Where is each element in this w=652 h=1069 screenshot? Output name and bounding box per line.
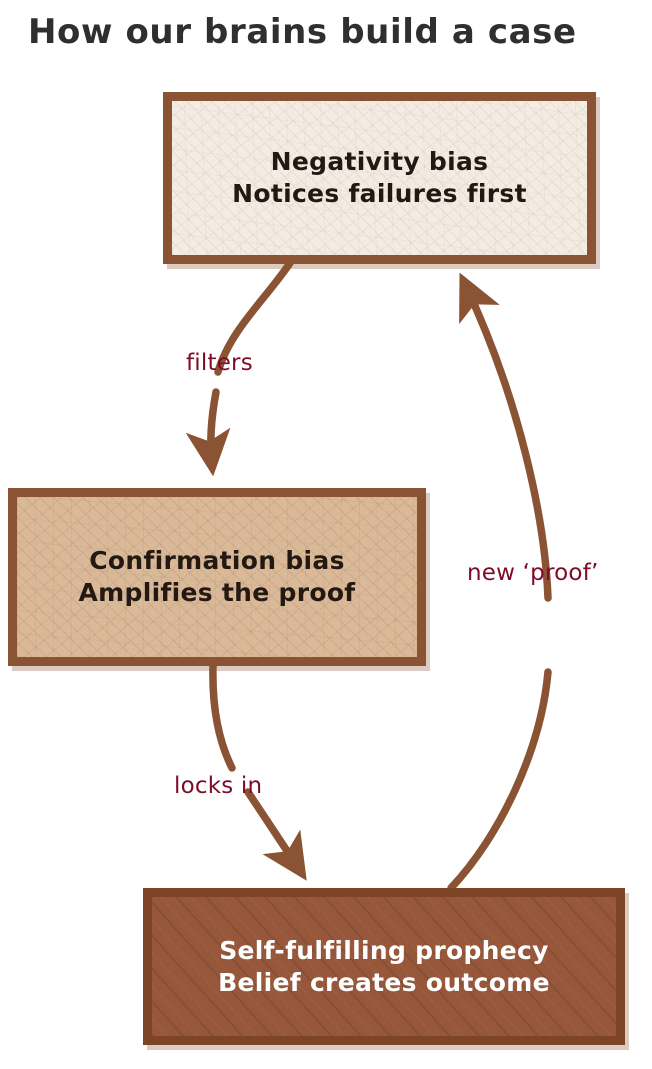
edge-arrow-locks-in bbox=[209, 662, 307, 881]
edge-label-new-proof: new ‘proof’ bbox=[467, 560, 599, 586]
node-negativity-bias-label: Negativity bias Notices failures first bbox=[232, 147, 527, 208]
edge-label-filters: filters bbox=[186, 350, 253, 376]
node-confirmation-bias-label: Confirmation bias Amplifies the proof bbox=[78, 546, 356, 607]
node-self-fulfilling-prophecy-label: Self-fulfilling prophecy Belief creates … bbox=[218, 935, 550, 997]
node-negativity-bias[interactable]: Negativity bias Notices failures first bbox=[163, 92, 596, 264]
node-confirmation-bias[interactable]: Confirmation bias Amplifies the proof bbox=[8, 488, 426, 666]
page-title: How our brains build a case bbox=[28, 12, 577, 52]
node-self-fulfilling-prophecy[interactable]: Self-fulfilling prophecy Belief creates … bbox=[143, 888, 625, 1045]
edge-label-locks-in: locks in bbox=[174, 773, 263, 799]
